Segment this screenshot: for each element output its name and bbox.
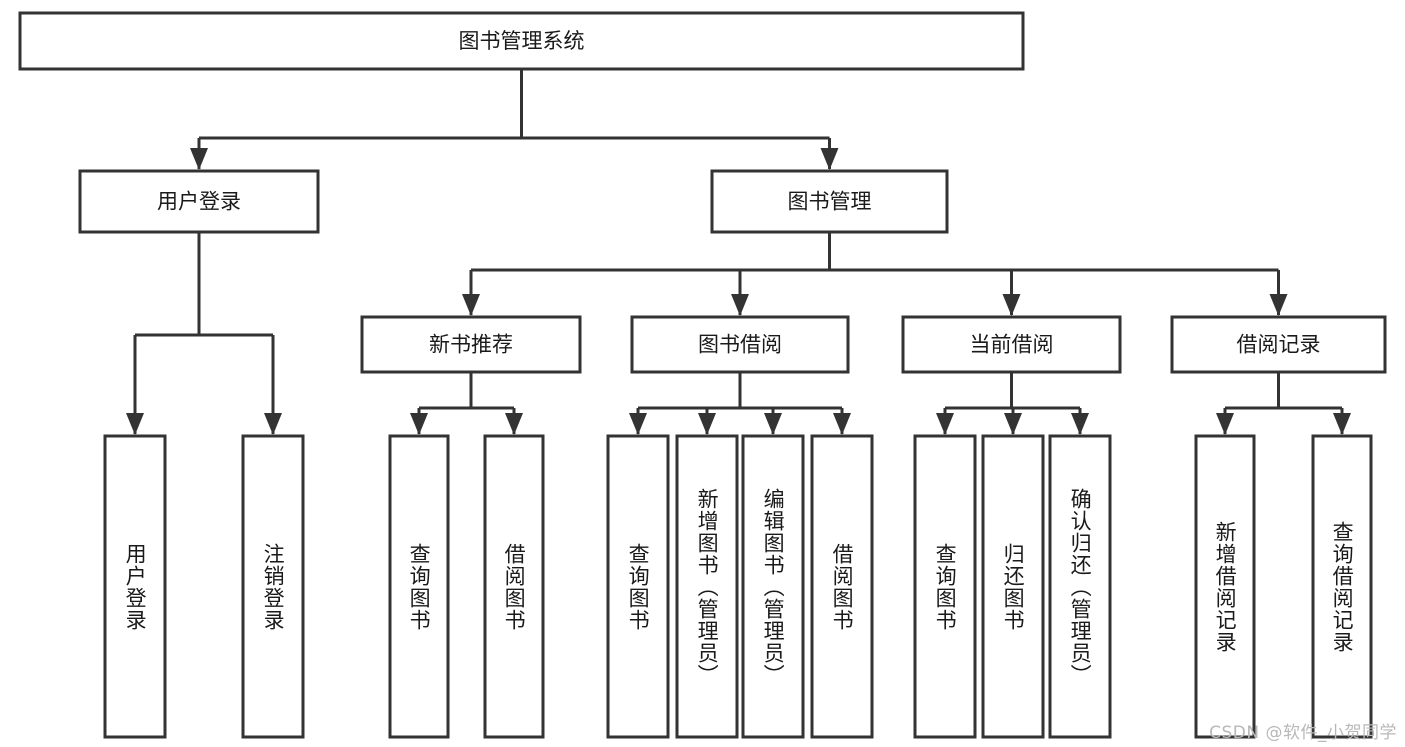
node-box-book-borrow[interactable]	[630, 315, 850, 374]
node-label-borrow-record: 借阅记录	[1237, 333, 1321, 357]
node-box-leaf-query-book-2[interactable]	[606, 434, 670, 739]
node-box-leaf-borrow-book-2[interactable]	[810, 434, 874, 739]
node-box-leaf-query-book-1[interactable]	[388, 434, 450, 739]
node-box-leaf-user-login[interactable]	[103, 434, 167, 739]
node-box-root[interactable]	[18, 11, 1025, 71]
node-box-leaf-edit-book[interactable]	[741, 434, 805, 739]
node-label-current-borrow: 当前借阅	[970, 333, 1054, 357]
node-box-current-borrow[interactable]	[901, 315, 1122, 374]
node-label-book-borrow: 图书借阅	[698, 333, 782, 357]
watermark: CSDN @软件_小贺同学	[1209, 723, 1397, 743]
connectors-layer	[126, 69, 1351, 435]
node-label-book-manage: 图书管理	[788, 190, 872, 214]
node-box-borrow-record[interactable]	[1170, 315, 1387, 374]
node-box-leaf-logout[interactable]	[241, 434, 305, 739]
node-box-leaf-return-book[interactable]	[981, 434, 1045, 739]
node-label-user-login: 用户登录	[157, 190, 241, 214]
node-box-user-login[interactable]	[78, 169, 320, 234]
node-box-leaf-add-record[interactable]	[1194, 434, 1256, 739]
boxes-layer	[18, 11, 1387, 739]
node-box-leaf-query-book-3[interactable]	[913, 434, 977, 739]
node-box-leaf-query-record[interactable]	[1311, 434, 1373, 739]
node-box-leaf-add-book[interactable]	[675, 434, 739, 739]
node-box-book-manage[interactable]	[710, 169, 949, 234]
node-label-new-book-recommend: 新书推荐	[429, 333, 513, 357]
node-box-leaf-confirm-return[interactable]	[1048, 434, 1112, 739]
node-box-new-book-recommend[interactable]	[360, 315, 582, 374]
node-label-root: 图书管理系统	[459, 29, 585, 53]
node-box-leaf-borrow-book-1[interactable]	[483, 434, 545, 739]
